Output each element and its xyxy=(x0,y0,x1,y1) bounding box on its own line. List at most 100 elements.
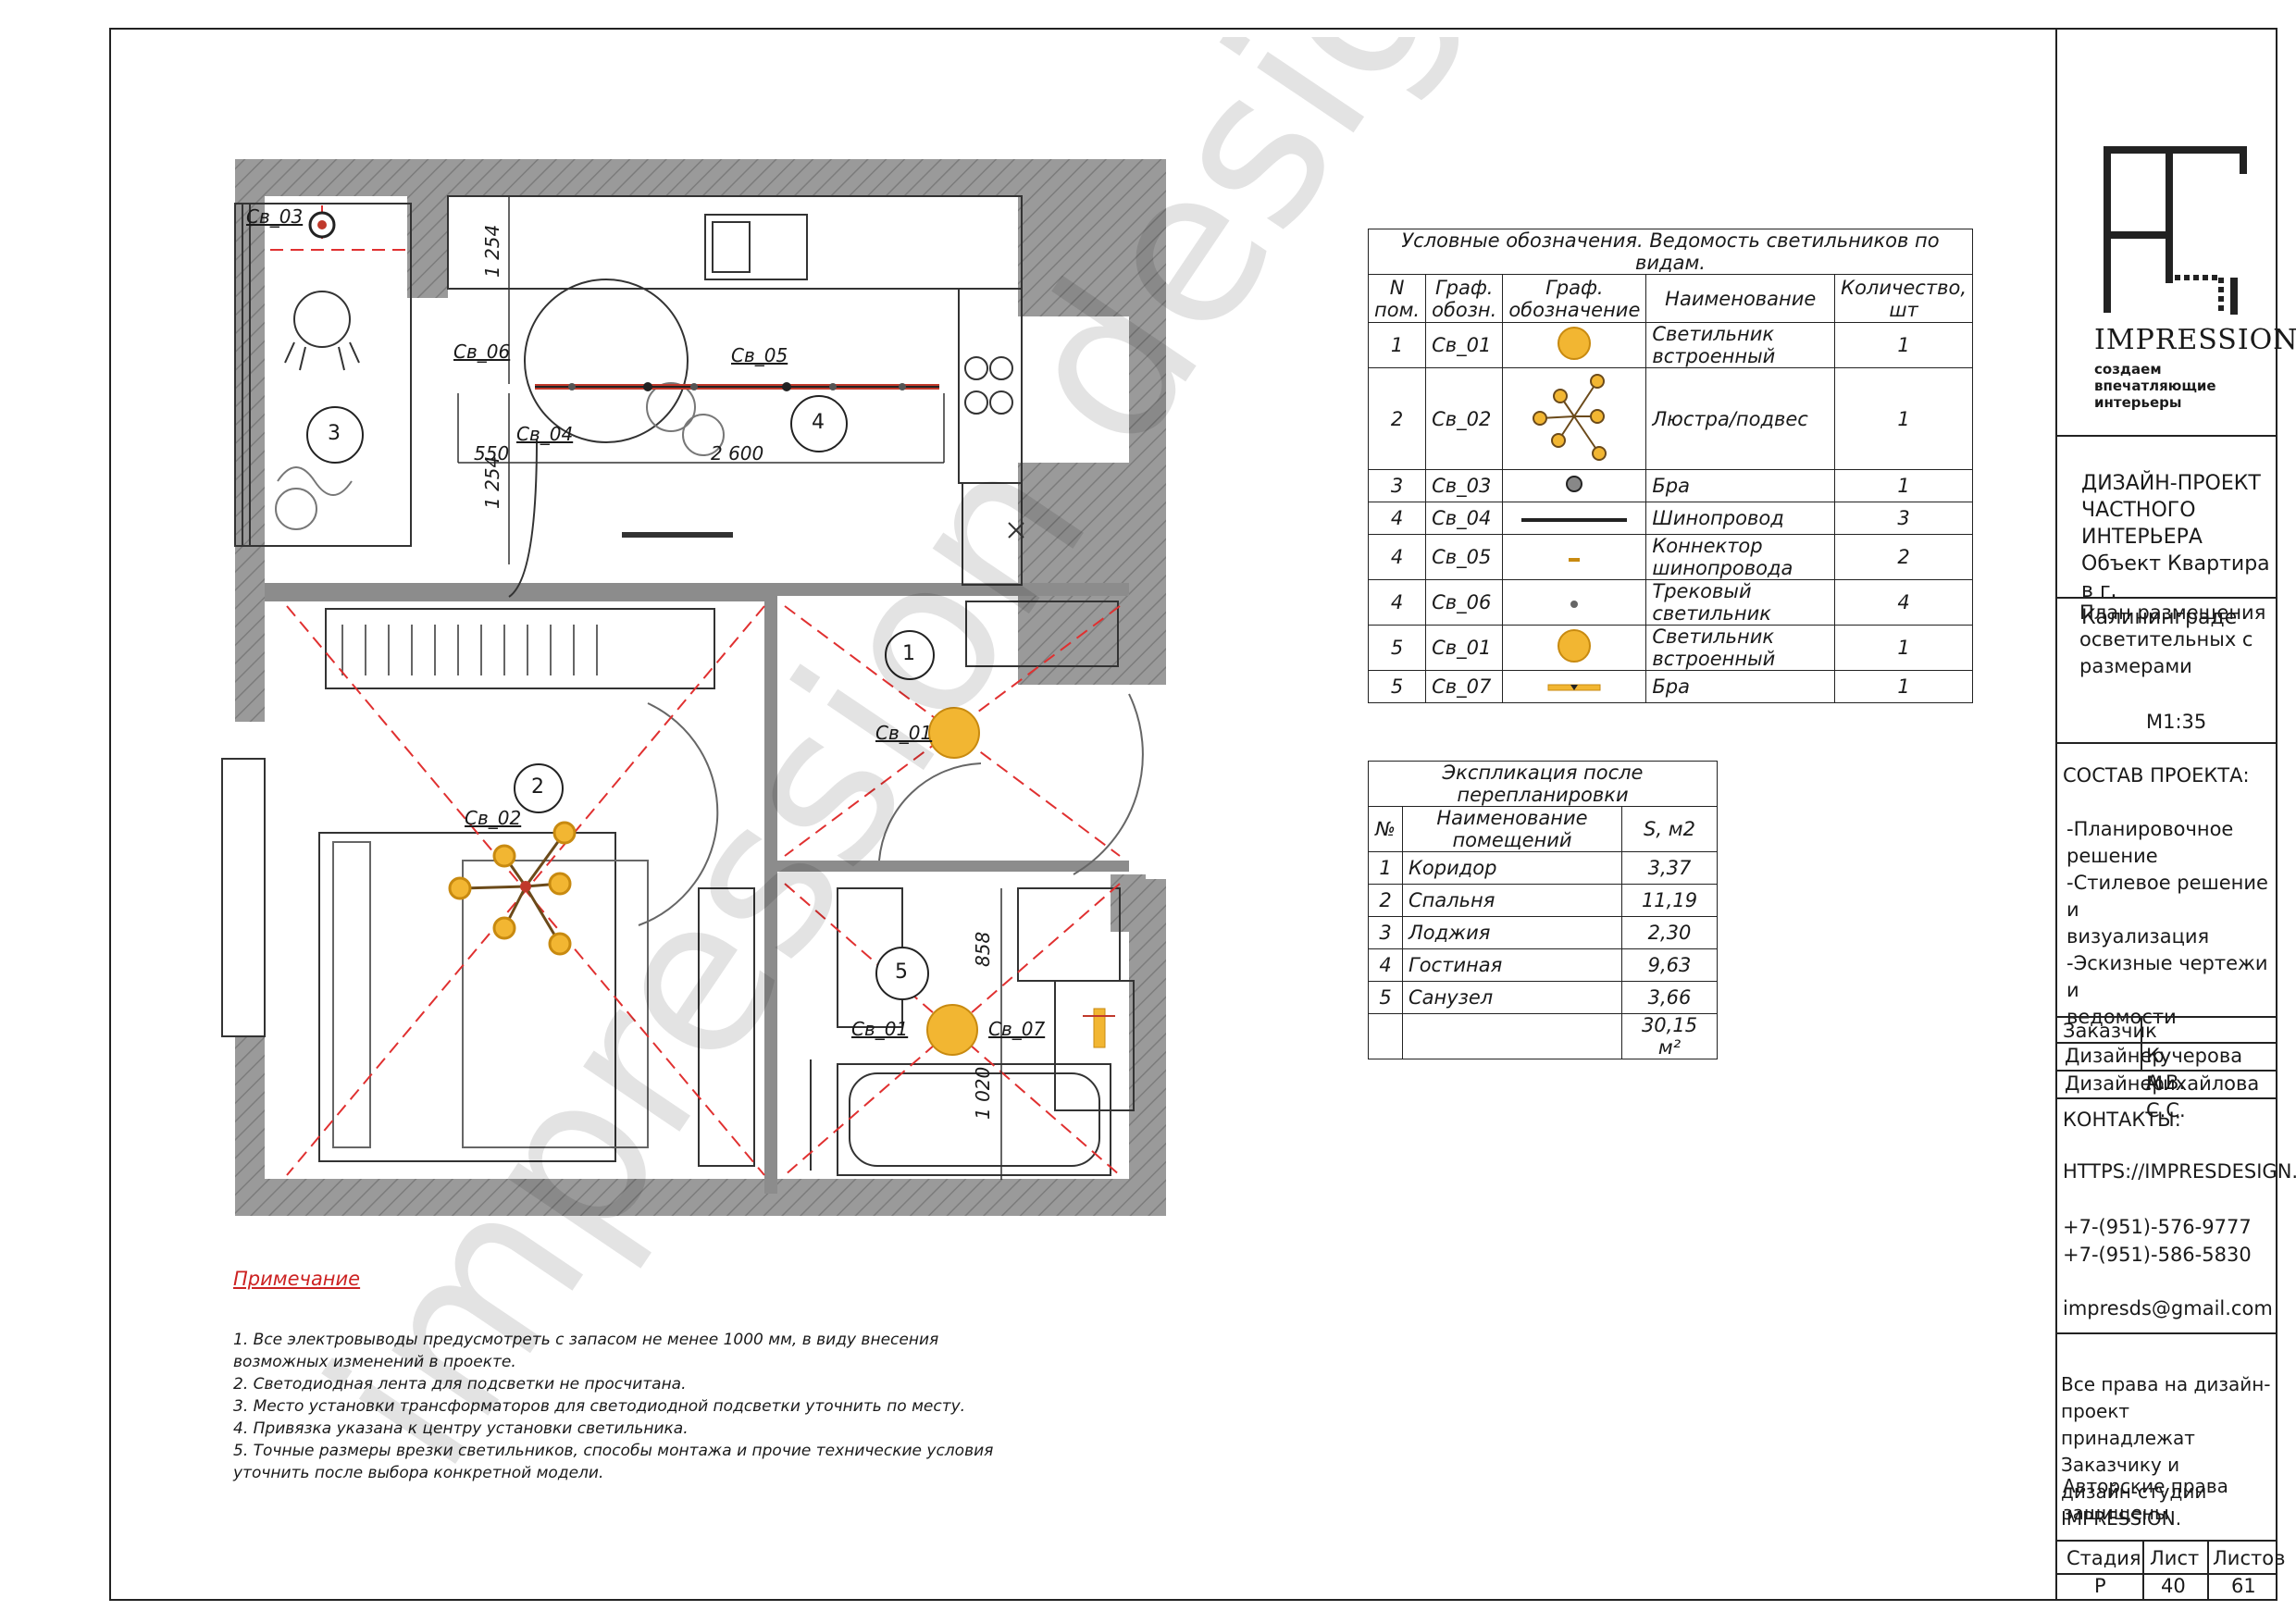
dimension-550: 550 xyxy=(474,442,510,465)
legend-qty: 2 xyxy=(1834,534,1973,580)
rights-text: Все права на дизайн-проект принадлежат З… xyxy=(2061,1373,2271,1530)
explication-name: Коридор xyxy=(1402,851,1622,885)
kitchen xyxy=(447,195,1024,598)
track-connector xyxy=(782,382,791,391)
explication-header-area: S, м2 xyxy=(1621,806,1718,852)
fixture-label-sv03: Св_03 xyxy=(246,205,304,228)
room-markers xyxy=(306,395,935,1000)
legend-name: Бра xyxy=(1645,469,1836,502)
fixture-label-sv06: Св_06 xyxy=(453,341,511,363)
table-row: 5 Св_07 Бра 1 xyxy=(1367,670,1973,703)
fixture-label-sv04: Св_04 xyxy=(516,423,574,445)
fixture-label-sv05: Св_05 xyxy=(731,344,788,366)
track-connector xyxy=(643,382,652,391)
explication-table: Экспликация после перепланировки № Наиме… xyxy=(1368,761,1718,1059)
legend-name: Светильник встроенный xyxy=(1645,625,1836,671)
explication-name: Лоджия xyxy=(1402,916,1622,949)
connector-icon xyxy=(1502,534,1647,580)
legend-room: 4 xyxy=(1367,534,1427,580)
chandelier-icon xyxy=(448,821,577,956)
copyright-text: Авторские права защищены xyxy=(2063,1475,2228,1524)
drawing-frame xyxy=(109,28,2277,1601)
phone-2[interactable]: +7-(951)-586-5830 xyxy=(2063,1244,2252,1266)
track-rail-icon xyxy=(1502,502,1647,535)
legend-title: Условные обозначения. Ведомость светильн… xyxy=(1368,229,1973,275)
notes: Примечание 1. Все электровыводы предусмо… xyxy=(233,1268,994,1484)
company-name: IMPRESSION xyxy=(2094,324,2296,356)
explication-title: Экспликация после перепланировки xyxy=(1368,761,1718,807)
legend-name: Трековый светильник xyxy=(1645,579,1836,626)
email-link[interactable]: impresds@gmail.com xyxy=(2063,1297,2273,1319)
legend-room: 4 xyxy=(1367,502,1427,535)
designer2-name: Михайлова С.С. xyxy=(2146,1072,2260,1121)
explication-area: 3,66 xyxy=(1621,981,1718,1014)
room-number-4: 4 xyxy=(812,411,825,434)
track-light xyxy=(690,383,698,390)
explication-n: 2 xyxy=(1368,884,1403,917)
explication-area: 2,30 xyxy=(1621,916,1718,949)
explication-n: 5 xyxy=(1368,981,1403,1014)
composition-title: СОСТАВ ПРОЕКТА: xyxy=(2063,764,2250,787)
legend-code: Св_03 xyxy=(1425,469,1504,502)
track-light xyxy=(899,383,906,390)
fixture-label-sv07: Св_07 xyxy=(988,1018,1046,1040)
legend-name: Бра xyxy=(1645,670,1836,703)
legend-room: 4 xyxy=(1367,579,1427,626)
sheet-value: 40 xyxy=(2161,1575,2186,1597)
composition-list: -Планировочное решение -Стилевое решение… xyxy=(2066,818,2268,1028)
note-line: возможных изменений в проекте. xyxy=(233,1353,516,1371)
legend-qty: 3 xyxy=(1834,502,1973,535)
legend-header-qty: Количество, шт xyxy=(1834,274,1973,323)
legend-room: 5 xyxy=(1367,670,1427,703)
dimension-2600: 2 600 xyxy=(711,442,764,465)
table-row: 1 Св_01 Светильник встроенный 1 xyxy=(1367,322,1973,368)
legend-room: 5 xyxy=(1367,625,1427,671)
legend-code: Св_02 xyxy=(1425,367,1504,470)
designer1-name: Кучерова А.В. xyxy=(2146,1045,2243,1094)
phone-1[interactable]: +7-(951)-576-9777 xyxy=(2063,1216,2252,1238)
contacts-label: КОНТАКТЫ: xyxy=(2063,1109,2181,1131)
wall-sconce-icon xyxy=(1083,1008,1115,1048)
explication-area: 9,63 xyxy=(1621,948,1718,982)
legend-code: Св_07 xyxy=(1425,670,1504,703)
company-logo xyxy=(2104,146,2247,315)
sheet-label: Лист xyxy=(2150,1547,2200,1569)
room-number-2: 2 xyxy=(531,775,544,799)
fixture-label-sv01-bath: Св_01 xyxy=(851,1018,909,1040)
stage-label: Стадия xyxy=(2066,1547,2141,1569)
legend-header-symbol: Граф. обозначение xyxy=(1502,274,1647,323)
legend-code: Св_04 xyxy=(1425,502,1504,535)
legend-qty: 1 xyxy=(1834,670,1973,703)
legend-code: Св_01 xyxy=(1425,322,1504,368)
legend-qty: 1 xyxy=(1834,625,1973,671)
legend-name: Светильник встроенный xyxy=(1645,322,1836,368)
recessed-light-bath xyxy=(926,1004,978,1056)
company-slogan: создаем впечатляющие интерьеры xyxy=(2094,361,2277,411)
note-line: 5. Точные размеры врезки светильников, с… xyxy=(233,1442,994,1460)
slogan-line: интерьеры xyxy=(2094,394,2182,411)
slogan-line: создаем впечатляющие xyxy=(2094,361,2216,394)
explication-n: 4 xyxy=(1368,948,1403,982)
circle-icon xyxy=(1502,625,1647,671)
explication-name: Гостиная xyxy=(1402,948,1622,982)
circle-icon xyxy=(1502,322,1647,368)
table-row: 3 Св_03 Бра 1 xyxy=(1367,469,1973,502)
room-number-1: 1 xyxy=(902,642,915,665)
sconce-icon xyxy=(1502,469,1647,502)
recessed-light-corridor xyxy=(928,707,980,759)
legend-qty: 1 xyxy=(1834,322,1973,368)
project-title: ДИЗАЙН-ПРОЕКТ ЧАСТНОГО ИНТЕРЬЕРА Объект … xyxy=(2081,472,2270,629)
fixture-label-sv02: Св_02 xyxy=(465,807,522,829)
sheets-value: 61 xyxy=(2231,1575,2256,1597)
website-link[interactable]: HTTPS://IMPRESDESIGN.RU xyxy=(2063,1160,2296,1183)
track-light xyxy=(568,383,576,390)
legend-qty: 4 xyxy=(1834,579,1973,626)
notes-title: Примечание xyxy=(233,1268,361,1290)
legend-qty: 1 xyxy=(1834,367,1973,470)
explication-header-n: № xyxy=(1368,806,1403,852)
explication-name: Спальня xyxy=(1402,884,1622,917)
room-number-3: 3 xyxy=(328,422,341,445)
